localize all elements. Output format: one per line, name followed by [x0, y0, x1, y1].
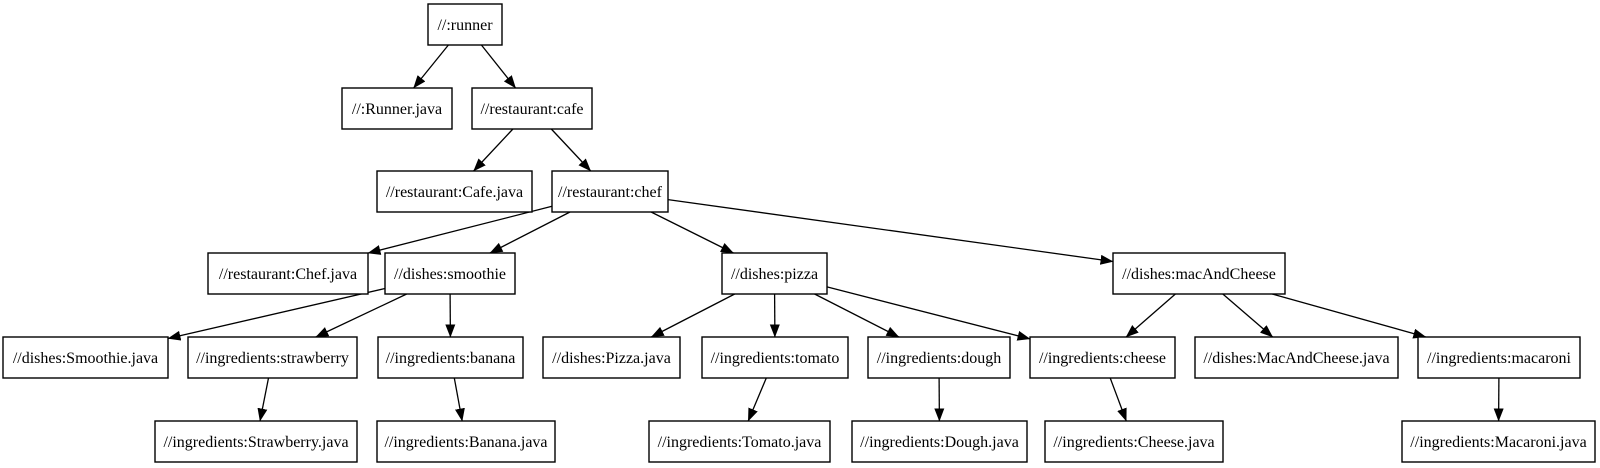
node-box-dough_java	[851, 420, 1028, 463]
node-box-banana	[377, 336, 524, 379]
graph-node-chef_java: //restaurant:Chef.java	[207, 252, 369, 295]
node-box-dough	[867, 336, 1011, 379]
node-box-tomato	[701, 336, 849, 379]
node-label-smoothie: //dishes:smoothie	[394, 266, 506, 283]
edge-runner-to-runner_java	[413, 44, 449, 89]
graph-node-cheese_java: //ingredients:Cheese.java	[1044, 420, 1224, 463]
node-box-cheese_java	[1044, 420, 1224, 463]
node-box-tomato_java	[648, 420, 831, 463]
node-label-mac_and_cheese_java: //dishes:MacAndCheese.java	[1203, 350, 1389, 367]
node-label-tomato: //ingredients:tomato	[711, 350, 840, 367]
node-label-dough: //ingredients:dough	[877, 350, 1001, 367]
edge-pizza-to-cheese	[826, 286, 1031, 341]
edge-pizza-to-pizza_java	[650, 293, 735, 338]
node-label-cheese_java: //ingredients:Cheese.java	[1053, 434, 1214, 451]
node-box-runner_java	[341, 87, 453, 130]
node-box-smoothie	[384, 252, 516, 295]
node-box-pizza_java	[542, 336, 681, 379]
graph-node-tomato_java: //ingredients:Tomato.java	[648, 420, 831, 463]
node-box-smoothie_java	[2, 336, 169, 379]
graph-node-strawberry_java: //ingredients:Strawberry.java	[154, 420, 358, 463]
node-label-macaroni: //ingredients:macaroni	[1427, 350, 1572, 367]
edge-chef-to-pizza	[650, 211, 734, 254]
edge-mac_and_cheese-to-macaroni	[1272, 293, 1427, 339]
node-label-pizza: //dishes:pizza	[731, 266, 818, 283]
edge-chef-to-chef_java	[367, 205, 553, 255]
graph-node-runner: //:runner	[427, 3, 503, 46]
edge-cheese-to-cheese_java	[1109, 377, 1127, 422]
nodes-layer: //:runner //:Runner.java //restaurant:cafe…	[2, 3, 1596, 463]
edge-cafe-to-cafe_java	[473, 128, 514, 172]
node-label-runner: //:runner	[437, 17, 493, 34]
edges-layer	[167, 44, 1504, 422]
graph-node-chef: //restaurant:chef	[551, 170, 669, 213]
node-label-pizza_java: //dishes:Pizza.java	[552, 350, 671, 367]
node-box-strawberry_java	[154, 420, 358, 463]
node-box-cafe	[471, 87, 593, 130]
edge-mac_and_cheese-to-mac_and_cheese_java	[1222, 293, 1274, 338]
graph-node-strawberry: //ingredients:strawberry	[187, 336, 358, 379]
node-box-macaroni_java	[1401, 420, 1596, 463]
node-label-smoothie_java: //dishes:Smoothie.java	[13, 350, 158, 367]
graph-node-macaroni: //ingredients:macaroni	[1417, 336, 1581, 379]
node-label-mac_and_cheese: //dishes:macAndCheese	[1122, 266, 1276, 283]
graph-node-pizza: //dishes:pizza	[721, 252, 828, 295]
node-box-mac_and_cheese_java	[1194, 336, 1399, 379]
node-label-macaroni_java: //ingredients:Macaroni.java	[1410, 434, 1586, 451]
edge-strawberry-to-strawberry_java	[257, 377, 270, 422]
node-label-chef: //restaurant:chef	[558, 184, 663, 201]
node-box-chef	[551, 170, 669, 213]
edge-chef-to-smoothie	[489, 211, 571, 254]
node-label-chef_java: //restaurant:Chef.java	[219, 266, 357, 283]
graph-node-cheese: //ingredients:cheese	[1029, 336, 1176, 379]
edge-chef-to-mac_and_cheese	[667, 198, 1114, 265]
node-box-pizza	[721, 252, 828, 295]
graph-node-pizza_java: //dishes:Pizza.java	[542, 336, 681, 379]
node-box-strawberry	[187, 336, 358, 379]
graph-node-banana_java: //ingredients:Banana.java	[376, 420, 556, 463]
graph-node-macaroni_java: //ingredients:Macaroni.java	[1401, 420, 1596, 463]
edge-cafe-to-chef	[550, 128, 592, 172]
graph-node-tomato: //ingredients:tomato	[701, 336, 849, 379]
edge-runner-to-cafe	[480, 44, 517, 89]
graph-node-runner_java: //:Runner.java	[341, 87, 453, 130]
node-label-dough_java: //ingredients:Dough.java	[860, 434, 1019, 451]
node-label-banana_java: //ingredients:Banana.java	[384, 434, 547, 451]
node-label-banana: //ingredients:banana	[386, 350, 516, 367]
node-box-macaroni	[1417, 336, 1581, 379]
node-box-banana_java	[376, 420, 556, 463]
node-label-strawberry_java: //ingredients:Strawberry.java	[163, 434, 348, 451]
node-box-chef_java	[207, 252, 369, 295]
edge-mac_and_cheese-to-cheese	[1125, 293, 1176, 338]
edge-tomato-to-tomato_java	[747, 377, 767, 422]
node-label-strawberry: //ingredients:strawberry	[196, 350, 349, 367]
edge-banana-to-banana_java	[453, 377, 465, 422]
node-box-cheese	[1029, 336, 1176, 379]
graph-node-mac_and_cheese: //dishes:macAndCheese	[1112, 252, 1286, 295]
node-label-cafe_java: //restaurant:Cafe.java	[386, 184, 523, 201]
node-box-mac_and_cheese	[1112, 252, 1286, 295]
node-box-cafe_java	[376, 170, 533, 213]
node-label-tomato_java: //ingredients:Tomato.java	[658, 434, 822, 451]
graph-node-cafe: //restaurant:cafe	[471, 87, 593, 130]
node-label-cafe: //restaurant:cafe	[480, 101, 583, 118]
graph-node-dough_java: //ingredients:Dough.java	[851, 420, 1028, 463]
graph-node-smoothie: //dishes:smoothie	[384, 252, 516, 295]
node-label-cheese: //ingredients:cheese	[1039, 350, 1166, 367]
graph-node-banana: //ingredients:banana	[377, 336, 524, 379]
graph-node-mac_and_cheese_java: //dishes:MacAndCheese.java	[1194, 336, 1399, 379]
node-label-runner_java: //:Runner.java	[352, 101, 442, 118]
edge-smoothie-to-smoothie_java	[167, 287, 386, 341]
graph-node-dough: //ingredients:dough	[867, 336, 1011, 379]
graph-node-cafe_java: //restaurant:Cafe.java	[376, 170, 533, 213]
edge-pizza-to-dough	[814, 293, 900, 338]
edge-smoothie-to-strawberry	[315, 293, 407, 338]
node-box-runner	[427, 3, 503, 46]
graph-node-smoothie_java: //dishes:Smoothie.java	[2, 336, 169, 379]
